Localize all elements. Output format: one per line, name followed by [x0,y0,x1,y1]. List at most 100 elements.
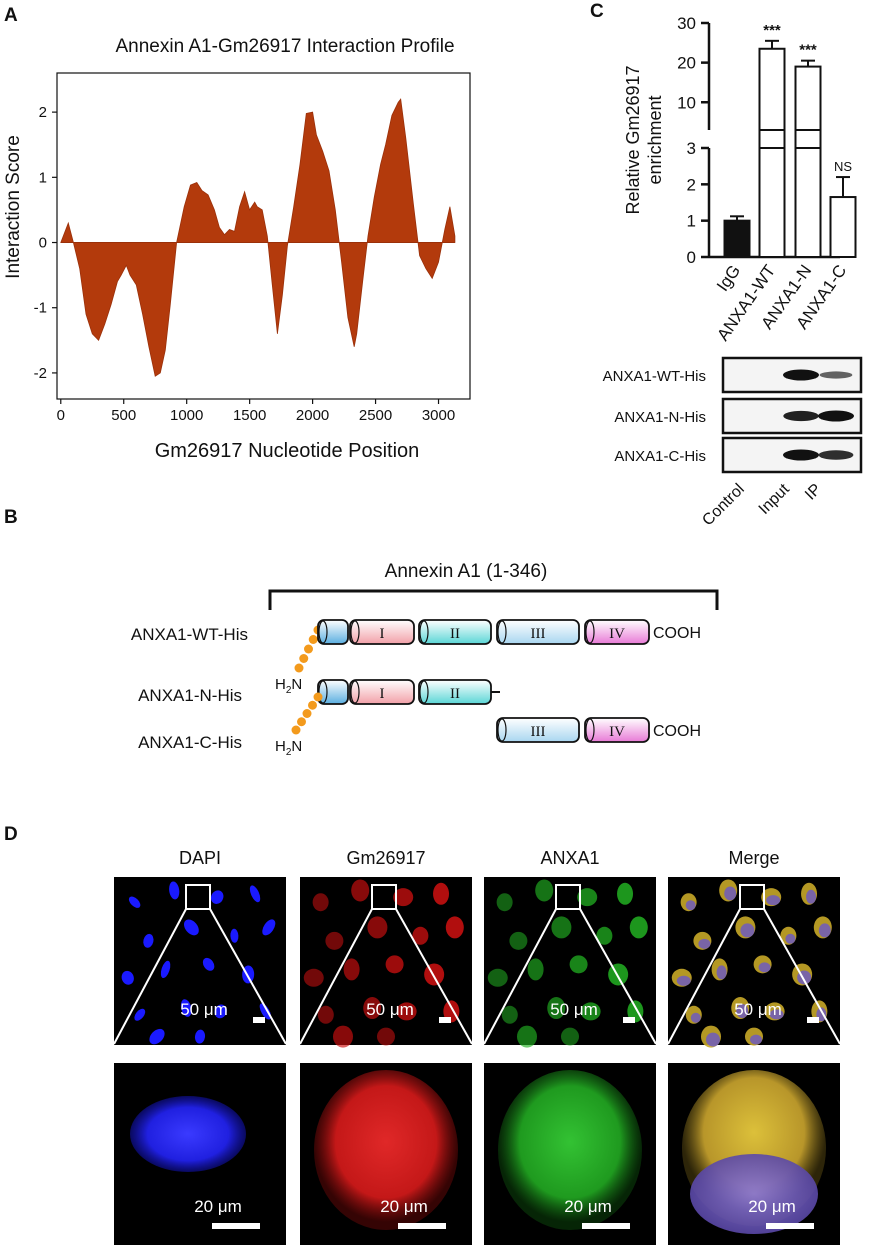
domain-II-cap [419,620,429,644]
domain-III-label: III [531,626,546,642]
cell [385,955,404,974]
x-tick-label: 2000 [296,407,329,424]
nucleus [202,957,215,971]
his-tag-bead [308,700,317,710]
cell [393,888,414,907]
cell [498,1070,642,1230]
his-tag-bead [291,725,301,735]
channel-title: ANXA1 [540,848,599,868]
nucleus [184,919,199,936]
nucleus [214,1004,227,1019]
blot-band [818,450,854,460]
nucleus [690,1154,818,1234]
scale-label: 50 μm [366,1000,414,1019]
nucleus [818,923,831,938]
scale-label: 20 μm [564,1197,612,1216]
full-length-bracket [268,589,719,610]
chart-c-ylabel-line1: Relative Gm26917 [623,65,643,214]
domain-I [349,619,415,645]
cell [496,893,513,912]
cell [343,958,360,981]
cell [596,926,613,945]
construct-label: ANXA1-WT-His [131,625,248,644]
panel-letter-b: B [4,507,18,528]
cell [424,963,445,986]
nucleus [169,881,180,900]
nucleus [690,1012,701,1023]
cell [487,968,508,987]
nucleus [128,896,141,908]
nucleus [130,1096,246,1172]
cell [351,879,370,902]
nucleus [230,928,239,943]
domain-III-cap [497,718,507,742]
bar [723,219,751,259]
y-tick-label: -2 [34,365,47,382]
domain-IV-cap [585,620,595,644]
domain-IV-cap [585,718,595,742]
nucleus [766,895,781,906]
nucleus [740,923,755,938]
blot-band [783,410,819,422]
y-tick-label: 2 [687,175,696,194]
domain-I-label: I [380,626,385,642]
chart-a-xlabel: Gm26917 Nucleotide Position [155,440,420,462]
domain-III-label: III [531,724,546,740]
domain-II-label: II [450,626,460,642]
domain-start-cap [318,680,328,704]
cell [627,1000,644,1023]
cell [314,1070,458,1230]
nucleus [806,889,817,904]
cell [551,916,572,939]
cooh-label: COOH [653,723,701,740]
bar-lower [794,147,822,258]
domain-II [418,619,492,645]
zoom-line [579,908,657,1045]
his-tag-bead [299,654,309,663]
nucleus [249,885,261,903]
scale-label: 50 μm [550,1000,598,1019]
zoom-line [209,908,287,1045]
nucleus [769,1009,784,1020]
construct-label: ANXA1-C-His [138,733,242,752]
nucleus [685,900,696,911]
bar-lower [758,147,786,258]
nucleus [698,938,711,949]
scale-label: 50 μm [180,1000,228,1019]
cell [527,958,544,981]
cell [312,893,329,912]
zoom-line [763,908,841,1045]
his-tag-bead [308,635,318,644]
nucleus [194,1029,206,1044]
panel-letter-a: A [4,5,18,26]
domain-IV-label: IV [609,626,625,642]
blot-lane-label: Control [699,481,747,529]
blot-row-label: ANXA1-WT-His [603,368,706,385]
h2n-label: H2N [275,738,302,758]
domain-I [349,679,415,705]
domain-III [496,619,580,645]
nucleus [736,1004,749,1019]
cell [535,879,554,902]
domain-I-cap [350,620,360,644]
cell [303,968,324,987]
y-tick-label: 0 [39,235,47,252]
cell [580,1002,601,1021]
zoom-line [299,908,373,1045]
domain-IV [584,717,650,743]
domain-II-label: II [450,686,460,702]
cell [433,882,450,905]
nucleus [143,933,154,948]
cell [547,997,566,1020]
blot-band [783,369,819,381]
blot-band [783,449,819,461]
bar-upper [758,47,786,131]
domain-I-cap [350,680,360,704]
scale-label: 50 μm [734,1000,782,1019]
x-tick-label: 2500 [359,407,392,424]
nucleus [758,962,771,973]
bar-break [794,130,822,148]
cell [325,931,344,950]
domain-IV-label: IV [609,724,625,740]
